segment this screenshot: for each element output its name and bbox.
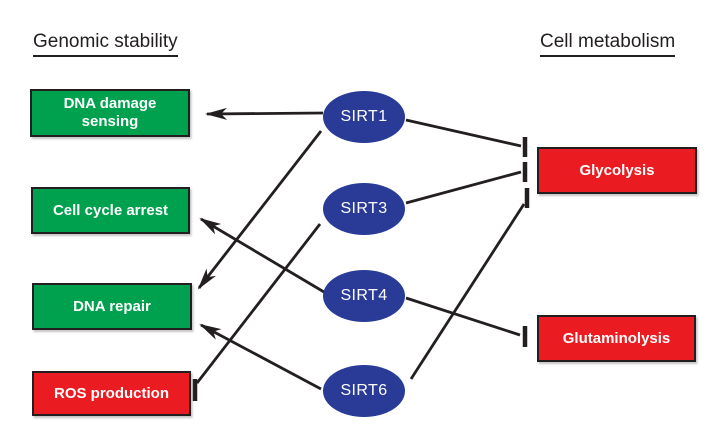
edge-sirt3-inhibits-glycolysis (405, 170, 522, 205)
edge-sirt1-inhibits-glycolysis (405, 118, 522, 148)
edge-sirt3-inhibits-ros-production (195, 223, 322, 384)
edges-group (192, 107, 530, 401)
edge-sirt1-activates-dna-damage-sensing (205, 107, 324, 120)
edge-sirt4-inhibits-glutaminolysis (405, 296, 521, 337)
edge-sirt6-inhibits-glycolysis (409, 203, 526, 380)
edge-sirt4-activates-cell-cycle-arrest (199, 217, 325, 294)
edge-sirt1-activates-dna-repair (197, 130, 323, 290)
edge-sirt6-activates-dna-repair (199, 323, 322, 391)
